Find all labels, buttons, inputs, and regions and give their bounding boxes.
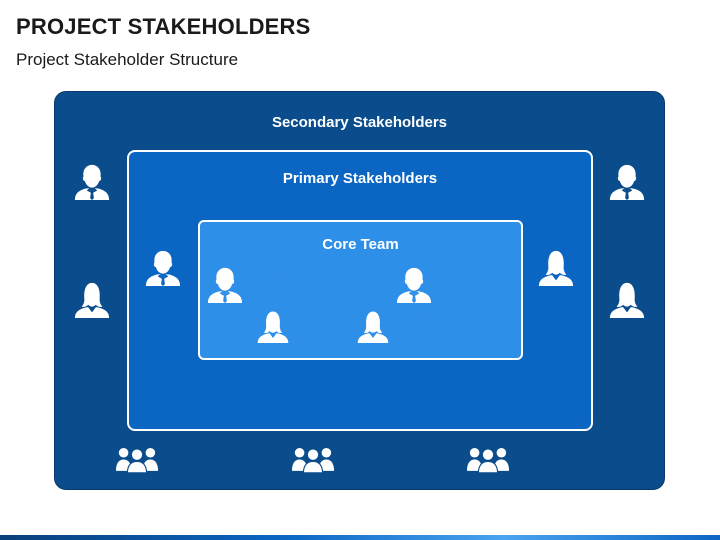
male-person-icon bbox=[73, 162, 111, 200]
page-subtitle: Project Stakeholder Structure bbox=[16, 50, 239, 69]
person-last-name: Doe bbox=[151, 306, 174, 320]
core-team-member: John Doe bbox=[206, 265, 305, 303]
core-team-label: Core Team bbox=[322, 236, 399, 253]
secondary-stakeholder-left-2: John Doe bbox=[62, 280, 122, 354]
member-name: John Doe bbox=[254, 268, 306, 282]
female-person-icon bbox=[256, 307, 290, 345]
secondary-stakeholder-right-1: John Doe bbox=[597, 162, 657, 236]
member-name: John Doe bbox=[400, 310, 452, 324]
person-last-name: Doe bbox=[80, 338, 103, 352]
core-team-member: Jane Doe bbox=[395, 265, 494, 303]
person-first-name: Jane bbox=[613, 321, 641, 335]
member-name: Jane Doe bbox=[443, 268, 495, 282]
department-label: Department bbox=[343, 451, 406, 466]
person-first-name: John bbox=[149, 289, 177, 303]
department-item: Department bbox=[466, 444, 581, 473]
person-last-name: Doe bbox=[80, 220, 103, 234]
primary-stakeholders-label: Primary Stakeholders bbox=[282, 170, 438, 187]
person-first-name: John bbox=[78, 321, 106, 335]
person-last-name: Doe bbox=[615, 220, 638, 234]
person-first-name: Jane bbox=[542, 289, 570, 303]
department-item: Department bbox=[291, 444, 406, 473]
core-team-member: Jane Doe bbox=[256, 307, 351, 345]
page-title: PROJECT STAKEHOLDERS bbox=[16, 14, 311, 39]
footer-accent-bar bbox=[0, 535, 720, 540]
secondary-stakeholders-label: Secondary Stakeholders bbox=[271, 114, 448, 131]
member-name: Jane Doe bbox=[300, 310, 352, 324]
person-last-name: Doe bbox=[544, 306, 567, 320]
department-item: Department bbox=[115, 444, 230, 473]
group-icon bbox=[115, 444, 159, 473]
department-label: Department bbox=[167, 451, 230, 466]
female-person-icon bbox=[356, 307, 390, 345]
male-person-icon bbox=[144, 248, 182, 286]
female-person-icon bbox=[73, 280, 111, 318]
primary-stakeholder-right: Jane Doe bbox=[526, 248, 586, 322]
core-team-box: Core Team bbox=[198, 220, 523, 360]
department-label: Department bbox=[518, 451, 581, 466]
group-icon bbox=[466, 444, 510, 473]
male-person-icon bbox=[206, 265, 244, 303]
secondary-stakeholder-left-1: Jane Doe bbox=[62, 162, 122, 236]
person-first-name: John bbox=[613, 203, 641, 217]
group-icon bbox=[291, 444, 335, 473]
female-person-icon bbox=[537, 248, 575, 286]
primary-stakeholder-left: John Doe bbox=[133, 248, 193, 322]
person-last-name: Doe bbox=[615, 338, 638, 352]
core-team-member: John Doe bbox=[356, 307, 451, 345]
male-person-icon bbox=[395, 265, 433, 303]
female-person-icon bbox=[608, 280, 646, 318]
male-person-icon bbox=[608, 162, 646, 200]
person-first-name: Jane bbox=[78, 203, 106, 217]
secondary-stakeholder-right-2: Jane Doe bbox=[597, 280, 657, 354]
